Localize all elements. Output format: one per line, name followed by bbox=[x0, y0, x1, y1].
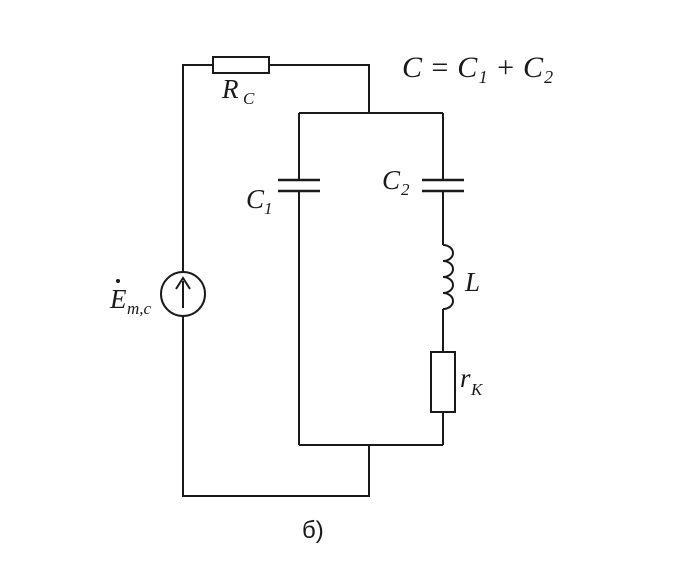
capacitor-c1 bbox=[278, 113, 320, 445]
rc-label: R bbox=[221, 74, 239, 104]
source-label-sub: m,c bbox=[127, 299, 152, 318]
c1-label-sub: 1 bbox=[264, 199, 273, 218]
source-circle bbox=[160, 271, 206, 317]
source-label: E bbox=[109, 284, 127, 314]
phasor-dot bbox=[116, 279, 120, 283]
source-arrow-head-icon bbox=[175, 276, 191, 290]
c2-label-sub: 2 bbox=[401, 180, 410, 199]
rk-label: r bbox=[460, 363, 471, 393]
top-wire bbox=[269, 64, 370, 113]
capacitance-equation: C = C₁ + C₂ bbox=[402, 51, 553, 84]
outer-loop bbox=[182, 64, 370, 497]
resistor-rk bbox=[430, 351, 456, 413]
c2-label: C bbox=[382, 165, 401, 195]
c1-label: C bbox=[246, 184, 265, 214]
rk-label-sub: K bbox=[470, 380, 484, 399]
rc-label-sub: C bbox=[243, 89, 255, 108]
voltage-source bbox=[160, 271, 206, 317]
left-top-wire bbox=[182, 64, 213, 272]
l-label: L bbox=[464, 267, 480, 297]
inductor-l bbox=[442, 244, 454, 310]
resistor-rc bbox=[212, 56, 270, 74]
left-bottom-wire bbox=[182, 316, 370, 497]
figure-caption: б) bbox=[302, 517, 324, 544]
series-branch bbox=[422, 113, 464, 445]
